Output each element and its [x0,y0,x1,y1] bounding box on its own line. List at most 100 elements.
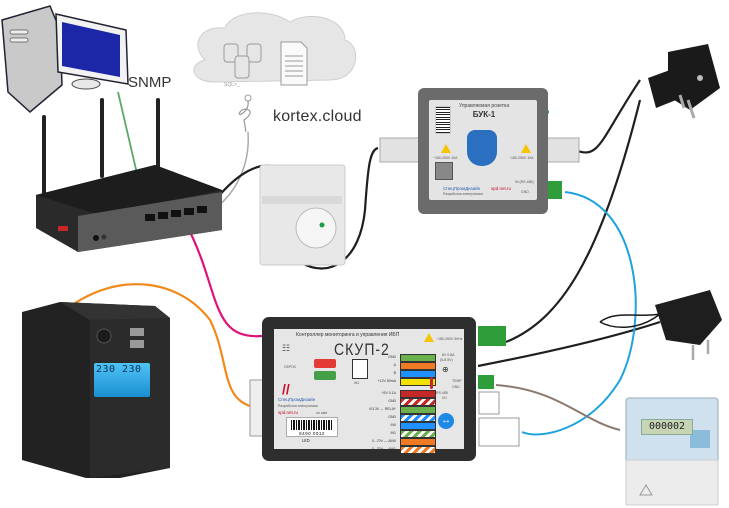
buk1-brand-tagline: Разработка электроники [443,192,483,196]
pin-ain0 [400,438,436,446]
buk1-barcode [435,106,451,134]
skup2-terminal-meter [478,375,494,389]
pin-gnd [400,398,436,406]
pin-gnd [400,414,436,422]
bidirectional-arrow-icon: ↔ [438,413,454,429]
buk1-face: Управляемая розетка БУК-1 ~180-250V 10A … [429,100,537,200]
warning-icon [521,144,531,153]
dc-jack-icon: ⊕ [442,365,449,374]
skup2-brand: СпецПромДизайн [278,397,316,402]
pin-label: 0...70V — AIN1 [371,447,396,451]
pin-12v [400,378,436,386]
warning-icon [441,144,451,153]
buk1-subtitle: Управляемая розетка [458,103,510,109]
pin-in1 [400,430,436,438]
buk1-device: Управляемая розетка БУК-1 ~180-250V 10A … [418,88,548,214]
wire-adapter-skup [477,320,661,368]
skup2-device: Контроллер мониторинга и управления ИБП … [262,317,476,461]
skup2-io-label: I/O [442,396,447,400]
din-socket-icon [259,164,346,266]
cloud-icon [193,12,357,133]
buk1-rs485-terminal [546,181,562,199]
pin-ain1 [400,446,436,454]
skup2-site: spd.net.ru [278,410,299,415]
pin-5v [400,390,436,398]
power-indicator-icon [314,359,336,368]
pin-gnd [400,354,436,362]
pin-label: 0...70V — AIN0 [371,439,396,443]
document-icon [280,41,308,86]
router-icon [36,98,222,252]
skup2-brand-tagline: Разработка электроники [278,404,318,408]
power-adapter-icon [599,290,722,360]
wire-rs485 [521,191,637,436]
skup2-rs-label: RS-485 [436,391,448,395]
buk1-gnd-label: GND [521,190,529,194]
brand-logo-icon: // [282,381,290,397]
wire-din-buk [299,146,379,270]
skup2-reset-label: СБРОС [284,365,297,369]
skup2-rating: ~180-250V 50Hz [436,337,463,341]
pin-label: A [393,363,396,367]
ups-display: 230 230 [94,363,150,397]
cloud-sql-label: SQL>_ [224,82,240,88]
skup2-barcode-number: 8490 0012 [299,431,325,436]
skup2-title: СКУП-2 [334,339,390,359]
skup2-meter-label: W1 [354,381,360,385]
skup2-barcode: 8490 0012 [286,417,338,437]
pin-b [400,370,436,378]
buk1-title: БУК-1 [472,110,496,119]
buk1-rating-right: ~180-250V 10A [509,156,534,160]
power-plug-icon [648,44,720,119]
network-icon: ☷ [282,343,291,353]
cable-gland-left [379,137,421,163]
skup2-site-note: on sale [316,411,328,415]
socket-icon [435,162,453,180]
warning-icon [424,333,434,342]
buk1-rating-left: ~180-250V 10A [433,156,458,160]
meter-icon [352,359,368,379]
skup2-face: Контроллер мониторинга и управления ИБП … [274,329,464,454]
pin-label: 0/3.3V ↔ RELAY [369,407,396,411]
wire-skup-plug [505,99,642,344]
barcode-bars [291,420,333,430]
cable-gland-right [546,137,580,163]
skup2-rj-port-2 [478,417,520,447]
pin-label: GND [388,399,396,403]
skup2-temp-label: TEMP [452,379,462,383]
energy-meter-reading: 000002 [641,419,693,435]
skup2-dc-in: 8V 0.8A [442,353,455,357]
pin-label: B [393,371,396,375]
skup2-dc-range: (5-8.5V) [440,358,453,362]
pin-label: IN1 [390,431,396,435]
skup2-rj-port-1 [478,391,500,415]
pin-label: GND [388,415,396,419]
skup2-subtitle: Контроллер мониторинга и управления ИБП [296,332,400,338]
wire-snmp [117,91,139,179]
pin-in0 [400,422,436,430]
ups-display-in: 230 [96,364,116,375]
skup2-terminal-power [478,326,506,346]
skup2-gnd-label: GND [452,385,460,389]
ups-display-out: 230 [122,364,142,375]
energy-meter-icon [625,397,719,506]
wire-serial [67,283,255,409]
wire-ethernet [187,227,263,338]
snmp-label: SNMP [128,74,172,91]
buk1-site: spd.net.ru [491,186,512,191]
thermometer-icon [430,377,433,389]
cloud-label: kortex.cloud [273,108,362,125]
pin-a [400,362,436,370]
wire-buk-plug [574,79,641,154]
pin-relay [400,406,436,414]
pin-label: GND [388,355,396,359]
pin-label: +5V 0.1A [381,391,397,395]
wire-meter [495,384,621,431]
buk1-port-label: IN (RS-485) [515,180,534,184]
buk1-brand: СпецПромДизайн [443,186,481,191]
pin-label: IN0 [390,423,396,427]
skup2-uid-label: UID [302,438,310,443]
pin-label: +12V 80mA [377,379,396,383]
pc-icon [1,5,129,113]
robot-icon [467,130,497,166]
